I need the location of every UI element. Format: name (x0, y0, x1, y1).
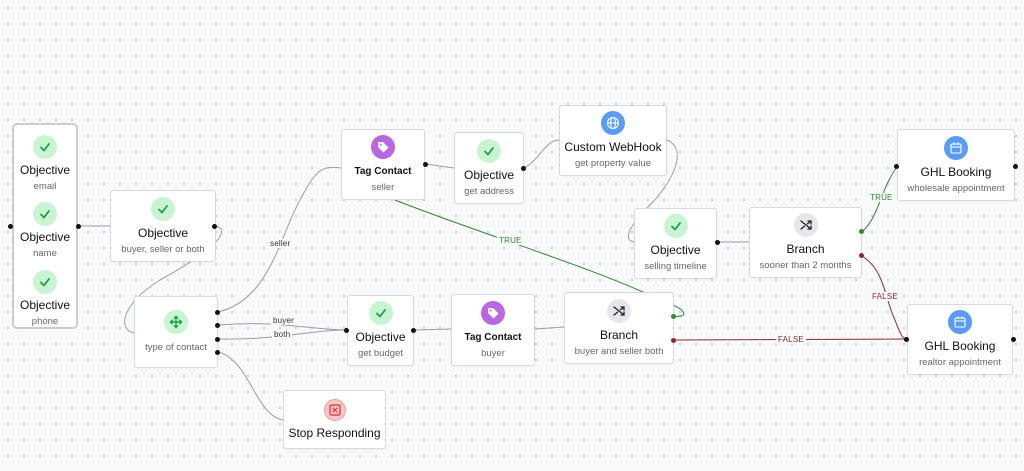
node-subtitle: realtor appointment (919, 357, 1001, 368)
node-subtitle: type of contact (145, 342, 207, 353)
check-icon (33, 135, 57, 159)
node-title: GHL Booking (920, 164, 992, 179)
node-custom-webhook[interactable]: Custom WebHook get property value (559, 105, 667, 176)
node-objective-selling-timeline[interactable]: Objective selling timeline (634, 208, 717, 279)
check-icon (33, 202, 57, 226)
edge-label-true: TRUE (868, 193, 895, 202)
tag-icon (371, 135, 395, 159)
output-port[interactable] (411, 328, 416, 333)
node-subtitle: buyer and seller both (574, 345, 664, 357)
node-split-type-of-contact[interactable]: type of contact (134, 296, 218, 368)
node-title: Tag Contact (354, 166, 412, 177)
edge-tag-seller-to-address (424, 163, 455, 169)
output-port[interactable] (521, 166, 526, 171)
edge-label-buyer: buyer (271, 316, 297, 325)
group-item-title: Objective (19, 163, 71, 177)
edge-type-to-stop (217, 351, 284, 421)
input-port[interactable] (8, 224, 13, 229)
check-icon (151, 196, 175, 221)
node-subtitle: wholesale appointment (907, 182, 1005, 194)
node-branch-buyer-seller[interactable]: Branch buyer and seller both (564, 292, 674, 364)
group-item-subtitle: phone (31, 316, 59, 327)
node-tag-contact-seller[interactable]: Tag Contact seller (341, 129, 425, 200)
output-port-false[interactable] (671, 338, 676, 343)
group-item-subtitle: name (33, 248, 57, 259)
group-item-email[interactable]: Objective email (14, 135, 76, 193)
node-ghl-booking-realtor[interactable]: GHL Booking realtor appointment (907, 304, 1013, 375)
node-title: Objective (650, 243, 701, 257)
check-icon (663, 214, 688, 238)
group-item-title: Objective (19, 298, 71, 312)
node-subtitle: get address (464, 185, 514, 197)
edge-label-false: FALSE (870, 292, 900, 301)
edge-address-to-webhook (523, 139, 560, 169)
node-ghl-booking-wholesale[interactable]: GHL Booking wholesale appointment (897, 129, 1015, 201)
node-title: Branch (599, 327, 639, 342)
node-title: GHL Booking (924, 339, 996, 353)
shuffle-icon (793, 213, 818, 237)
output-port-both[interactable] (215, 337, 220, 342)
node-title: Custom WebHook (564, 140, 662, 154)
group-item-subtitle: email (33, 181, 57, 192)
output-port[interactable] (423, 162, 428, 167)
input-port[interactable] (904, 337, 909, 342)
node-branch-timeline[interactable]: Branch sooner than 2 months (749, 207, 862, 278)
objectives-group[interactable]: Objective email Objective name Objective… (12, 123, 78, 329)
check-icon (477, 138, 501, 163)
output-port-true[interactable] (671, 314, 676, 319)
node-subtitle: selling timeline (644, 261, 707, 272)
calendar-icon (944, 135, 968, 160)
node-title: Stop Responding (288, 425, 381, 440)
node-title: Branch (786, 242, 825, 256)
calendar-icon (948, 310, 972, 334)
output-port[interactable] (212, 224, 217, 229)
node-title: Objective (463, 167, 515, 182)
node-title: Objective (137, 225, 189, 240)
edge-tag-buyer-to-branch (534, 326, 565, 330)
node-objective-get-budget[interactable]: Objective get budget (347, 295, 414, 366)
edge-label-true: TRUE (497, 236, 524, 245)
edge-label-both: both (272, 330, 293, 339)
edge-budget-to-tag-buyer (413, 328, 452, 331)
edge-label-false: FALSE (776, 335, 806, 344)
input-port[interactable] (894, 164, 899, 169)
output-port[interactable] (1011, 337, 1016, 342)
group-item-phone[interactable]: Objective phone (14, 270, 76, 328)
input-port[interactable] (344, 328, 349, 333)
node-title: Objective (355, 330, 406, 344)
edge-label-seller: seller (268, 239, 293, 248)
output-port-seller[interactable] (215, 310, 220, 315)
shuffle-icon (607, 298, 631, 323)
output-port[interactable] (1013, 164, 1018, 169)
output-port-false[interactable] (859, 253, 864, 258)
x-square-icon (323, 398, 346, 421)
node-subtitle: get budget (358, 348, 403, 359)
move-arrows-icon (164, 310, 188, 334)
check-icon (33, 270, 57, 294)
node-subtitle: buyer, seller or both (121, 243, 205, 255)
output-port[interactable] (715, 240, 720, 245)
group-item-title: Objective (19, 230, 71, 244)
node-stop-responding[interactable]: Stop Responding (283, 390, 386, 449)
node-objective-buyer-seller[interactable]: Objective buyer, seller or both (110, 190, 216, 262)
output-port-true[interactable] (859, 229, 864, 234)
node-subtitle: get property value (574, 158, 652, 169)
node-subtitle: buyer (481, 347, 505, 359)
node-title: Tag Contact (464, 331, 522, 343)
node-objective-get-address[interactable]: Objective get address (454, 132, 524, 204)
output-port-buyer[interactable] (215, 323, 220, 328)
node-subtitle: sooner than 2 months (759, 260, 852, 271)
output-port-fallback[interactable] (215, 350, 220, 355)
output-port[interactable] (76, 224, 81, 229)
globe-icon (601, 111, 625, 135)
group-item-name[interactable]: Objective name (14, 202, 76, 260)
node-tag-contact-buyer[interactable]: Tag Contact buyer (451, 294, 535, 366)
node-subtitle: seller (371, 182, 395, 193)
tag-icon (481, 300, 505, 325)
check-icon (368, 301, 393, 325)
